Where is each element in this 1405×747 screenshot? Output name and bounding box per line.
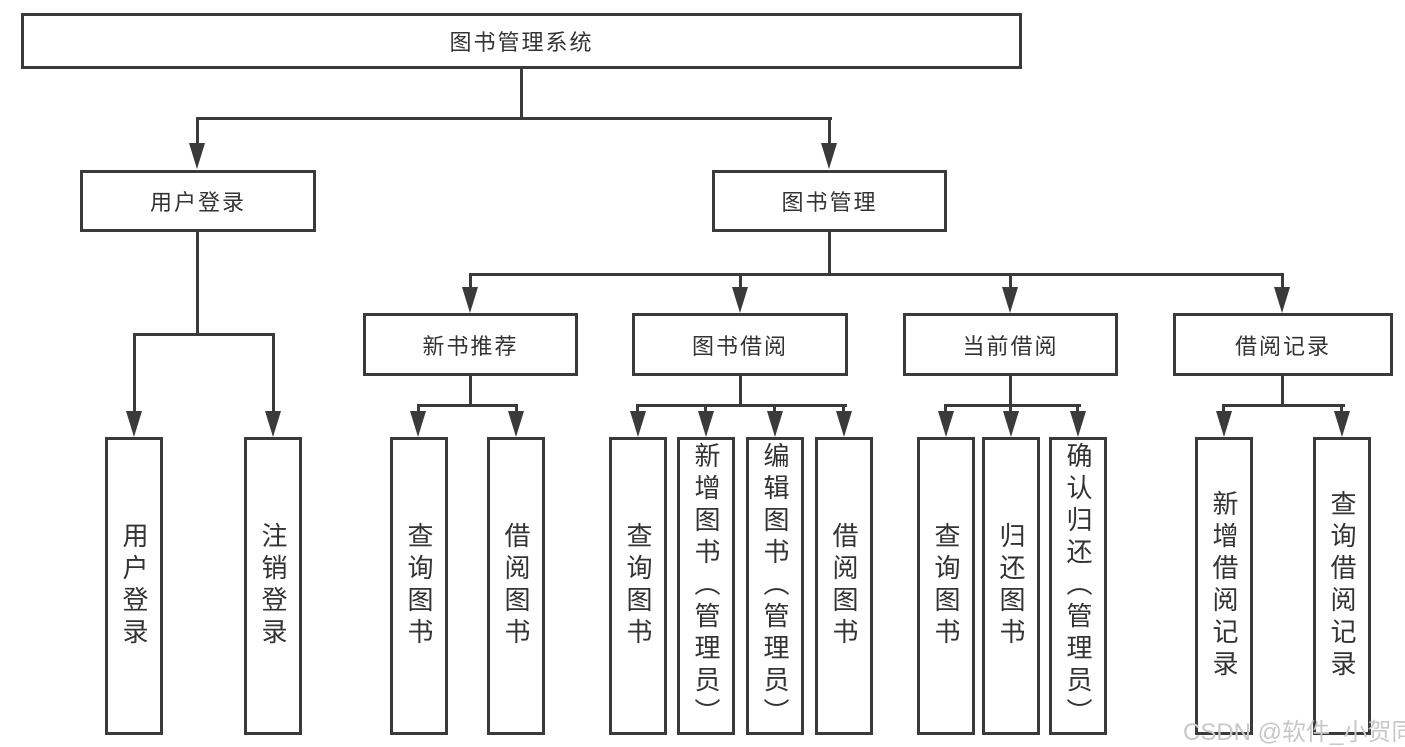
connector-manage-drop-1 xyxy=(469,273,472,290)
leaf-logout-label: 注销登录 xyxy=(258,522,288,650)
leaf-records-add: 新增借阅记录 xyxy=(1195,437,1253,735)
leaf-current-confirm-label: 确认归还（管理员） xyxy=(1063,442,1093,730)
connector-manage-bar xyxy=(469,273,1284,276)
leaf-recommend-query-label: 查询图书 xyxy=(404,522,434,650)
arrow-to-current xyxy=(1002,287,1018,313)
leaf-current-query-label: 查询图书 xyxy=(931,522,961,650)
arrow-borrow-leaf-3 xyxy=(767,411,783,437)
connector-root-drop-left xyxy=(196,117,199,145)
connector-recommend-drop-2 xyxy=(515,404,518,414)
leaf-current-return: 归还图书 xyxy=(982,437,1040,735)
connector-current-bar xyxy=(944,404,1081,407)
arrow-records-leaf-2 xyxy=(1334,411,1350,437)
leaf-borrow-borrow-label: 借阅图书 xyxy=(829,522,859,650)
connector-recommend-drop-1 xyxy=(417,404,420,414)
node-recommend: 新书推荐 xyxy=(363,313,578,376)
connector-borrow-drop-1 xyxy=(636,404,639,414)
leaf-borrow-query: 查询图书 xyxy=(609,437,667,735)
arrow-to-borrow xyxy=(732,287,748,313)
leaf-records-query: 查询借阅记录 xyxy=(1313,437,1371,735)
node-borrow-label: 图书借阅 xyxy=(691,333,788,359)
leaf-borrow-edit: 编辑图书（管理员） xyxy=(746,437,804,735)
connector-current-drop-2 xyxy=(1009,404,1012,414)
arrow-to-records xyxy=(1274,287,1290,313)
connector-borrow-drop-2 xyxy=(704,404,707,414)
leaf-records-add-label: 新增借阅记录 xyxy=(1209,490,1239,682)
leaf-user-login: 用户登录 xyxy=(105,437,163,735)
leaf-current-return-label: 归还图书 xyxy=(996,522,1026,650)
arrow-borrow-leaf-4 xyxy=(836,411,852,437)
connector-login-trunk xyxy=(196,232,199,336)
node-borrow: 图书借阅 xyxy=(632,313,848,376)
connector-current-drop-1 xyxy=(944,404,947,414)
connector-borrow-trunk xyxy=(739,376,742,407)
leaf-recommend-borrow-label: 借阅图书 xyxy=(501,522,531,650)
arrow-current-leaf-3 xyxy=(1070,411,1086,437)
connector-login-bar xyxy=(133,333,275,336)
connector-borrow-drop-4 xyxy=(842,404,845,414)
connector-recommend-trunk xyxy=(469,376,472,407)
leaf-current-query: 查询图书 xyxy=(917,437,975,735)
connector-records-drop-1 xyxy=(1222,404,1225,414)
node-records: 借阅记录 xyxy=(1173,313,1393,376)
node-root: 图书管理系统 xyxy=(21,13,1022,69)
connector-root-drop-right xyxy=(828,117,831,145)
leaf-borrow-add: 新增图书（管理员） xyxy=(677,437,735,735)
arrow-recommend-leaf-2 xyxy=(508,411,524,437)
node-root-label: 图书管理系统 xyxy=(449,30,594,55)
connector-login-drop-1 xyxy=(133,333,136,413)
leaf-borrow-add-label: 新增图书（管理员） xyxy=(691,442,721,730)
node-manage: 图书管理 xyxy=(712,170,947,232)
arrow-current-leaf-2 xyxy=(1003,411,1019,437)
node-manage-label: 图书管理 xyxy=(781,190,878,215)
node-records-label: 借阅记录 xyxy=(1234,333,1331,359)
leaf-current-confirm: 确认归还（管理员） xyxy=(1049,437,1107,735)
node-login: 用户登录 xyxy=(80,170,316,232)
connector-recommend-bar xyxy=(417,404,518,407)
connector-root-trunk xyxy=(520,69,523,120)
connector-root-bar xyxy=(196,117,832,120)
arrow-current-leaf-1 xyxy=(938,411,954,437)
arrow-to-manage xyxy=(821,143,837,169)
csdn-watermark: CSDN @软件_小贺同学 xyxy=(1183,719,1405,746)
node-recommend-label: 新书推荐 xyxy=(422,333,519,359)
connector-records-trunk xyxy=(1281,376,1284,407)
connector-borrow-drop-3 xyxy=(773,404,776,414)
connector-current-trunk xyxy=(1009,376,1012,407)
connector-borrow-bar xyxy=(636,404,847,407)
arrow-to-user-login xyxy=(126,411,142,437)
arrow-to-login xyxy=(189,143,205,169)
arrow-recommend-leaf-1 xyxy=(410,411,426,437)
leaf-recommend-query: 查询图书 xyxy=(390,437,448,735)
leaf-borrow-borrow: 借阅图书 xyxy=(815,437,873,735)
leaf-logout: 注销登录 xyxy=(244,437,302,735)
connector-records-bar xyxy=(1222,404,1345,407)
arrow-to-logout xyxy=(265,411,281,437)
leaf-borrow-query-label: 查询图书 xyxy=(623,522,653,650)
node-current-label: 当前借阅 xyxy=(962,333,1059,359)
connector-login-drop-2 xyxy=(272,333,275,413)
leaf-user-login-label: 用户登录 xyxy=(119,522,149,650)
arrow-to-recommend xyxy=(462,287,478,313)
leaf-borrow-edit-label: 编辑图书（管理员） xyxy=(760,442,790,730)
connector-manage-trunk xyxy=(828,232,831,276)
connector-current-drop-3 xyxy=(1076,404,1079,414)
arrow-borrow-leaf-2 xyxy=(698,411,714,437)
connector-records-drop-2 xyxy=(1340,404,1343,414)
leaf-records-query-label: 查询借阅记录 xyxy=(1327,490,1357,682)
connector-manage-drop-3 xyxy=(1009,273,1012,290)
node-current: 当前借阅 xyxy=(903,313,1118,376)
arrow-borrow-leaf-1 xyxy=(630,411,646,437)
connector-manage-drop-2 xyxy=(739,273,742,290)
leaf-recommend-borrow: 借阅图书 xyxy=(487,437,545,735)
node-login-label: 用户登录 xyxy=(149,190,246,215)
arrow-records-leaf-1 xyxy=(1216,411,1232,437)
connector-manage-drop-4 xyxy=(1281,273,1284,290)
